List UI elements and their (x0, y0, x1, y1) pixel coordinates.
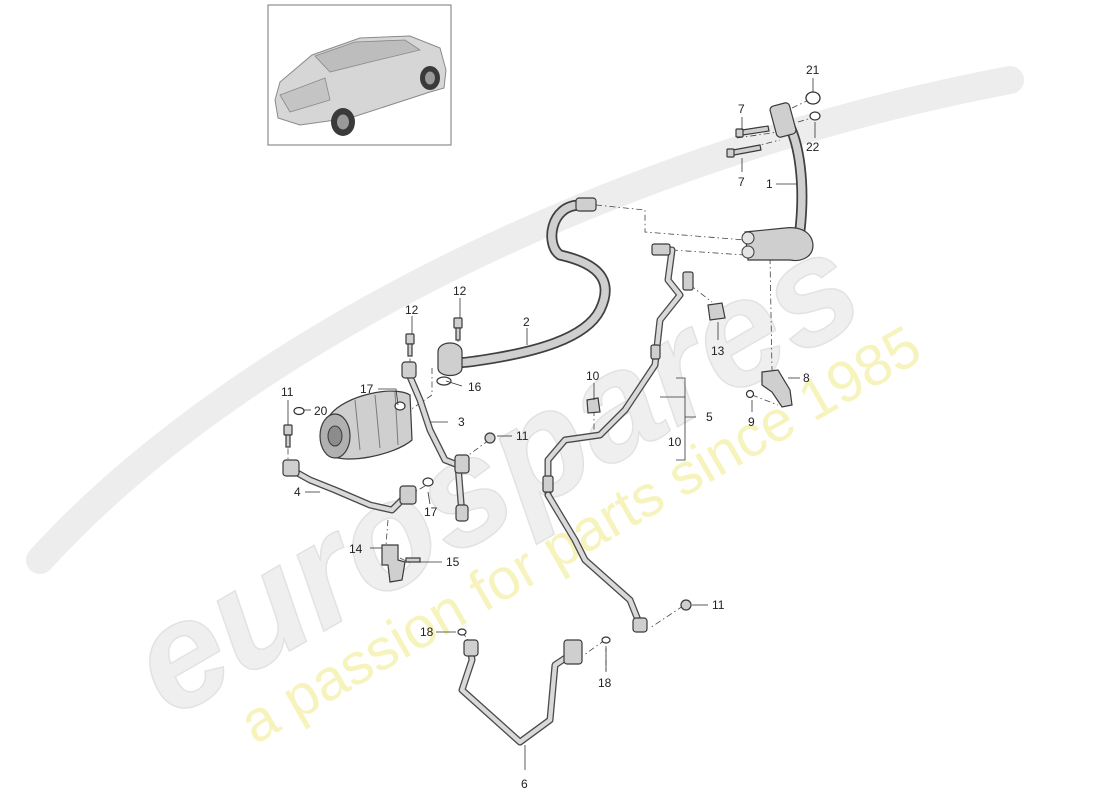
callout-17-top: 17 (360, 382, 374, 396)
part-2-hose (437, 197, 611, 377)
callout-12-right: 12 (453, 284, 467, 298)
part-10-clip (586, 397, 601, 414)
callout-11-mid: 11 (516, 429, 529, 443)
watermark-brand: eurospares (102, 198, 886, 748)
callout-3: 3 (458, 415, 465, 429)
callout-9: 9 (748, 415, 755, 429)
callout-18-left: 18 (420, 625, 434, 639)
callout-1: 1 (766, 177, 773, 191)
callout-4: 4 (294, 485, 301, 499)
callout-10-clip: 10 (586, 369, 600, 383)
callout-18-right: 18 (598, 676, 612, 690)
watermark: eurospares a passion for parts since 198… (26, 66, 1024, 756)
callout-16: 16 (468, 380, 482, 394)
part-8-bracket (761, 369, 793, 408)
callout-10-group: 10 (668, 435, 682, 449)
part-4-pipe (282, 459, 417, 514)
callout-5: 5 (706, 410, 713, 424)
parts (282, 91, 821, 746)
car-suv-icon (274, 35, 447, 136)
callout-21: 21 (806, 63, 820, 77)
leader-lines (287, 78, 816, 770)
callout-17-bottom: 17 (424, 505, 438, 519)
part-5-pipe (542, 243, 694, 499)
part-13-clip (707, 302, 726, 321)
callout-22: 22 (806, 140, 820, 154)
vehicle-thumbnail (267, 4, 452, 146)
callout-labels: 1 2 3 4 5 6 7 7 8 9 10 10 11 11 11 12 12… (281, 63, 820, 791)
callout-8: 8 (803, 371, 810, 385)
callout-14: 14 (349, 542, 363, 556)
part-3-pipe (401, 361, 470, 522)
part-6-pipe (458, 491, 648, 746)
callout-6: 6 (521, 777, 528, 791)
compressor (319, 390, 413, 460)
bolts (283, 125, 770, 611)
callout-13: 13 (711, 344, 725, 358)
callout-11-right: 11 (712, 598, 725, 612)
callout-7-top: 7 (738, 102, 745, 116)
part-1-hose (741, 102, 814, 262)
part-14-bracket (381, 544, 406, 583)
callout-15: 15 (446, 555, 460, 569)
callout-11-left: 11 (281, 385, 294, 399)
callout-2: 2 (523, 315, 530, 329)
callout-20: 20 (314, 404, 328, 418)
callout-12-left: 12 (405, 303, 419, 317)
callout-7-bottom: 7 (738, 175, 745, 189)
